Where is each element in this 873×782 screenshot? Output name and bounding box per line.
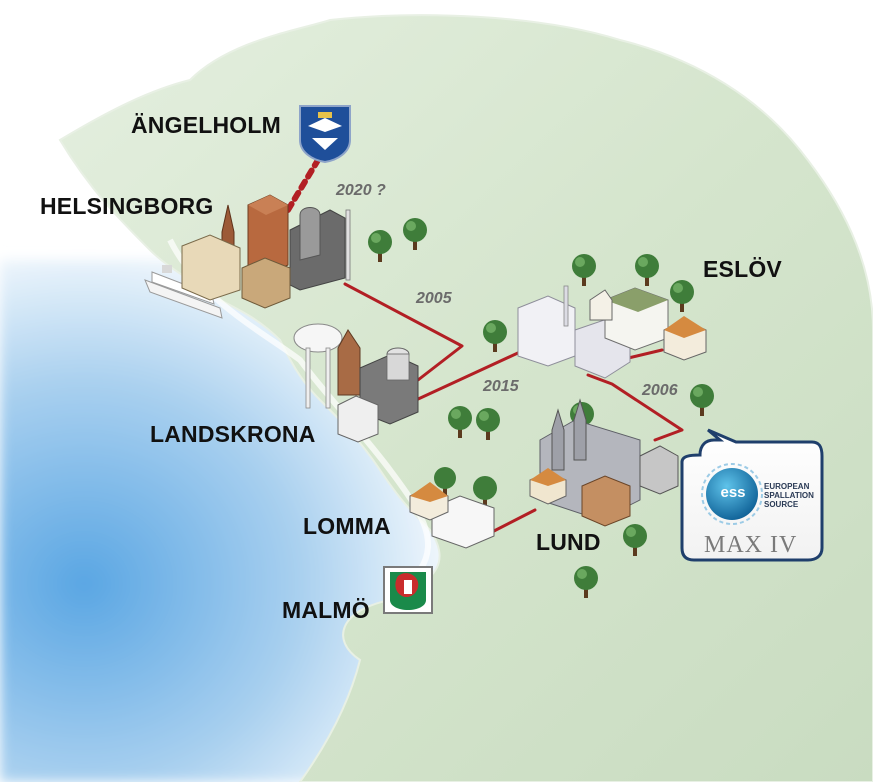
tree-icon bbox=[476, 408, 500, 440]
tree-icon bbox=[483, 320, 507, 352]
line-helsingborg-angelholm bbox=[285, 157, 321, 213]
network-lines bbox=[285, 157, 684, 534]
year-label-2015: 2015 bbox=[483, 378, 519, 395]
tree-icon bbox=[670, 280, 694, 312]
tree-icon bbox=[574, 566, 598, 598]
helsingborg-buildings bbox=[144, 194, 351, 319]
ess-name-line: SOURCE bbox=[764, 500, 799, 509]
tree-icon bbox=[572, 254, 596, 286]
line-landskrona-plant bbox=[414, 350, 522, 402]
city-label-lund: LUND bbox=[536, 529, 601, 555]
malmo-coat-of-arms-icon bbox=[383, 566, 433, 614]
city-label-eslov: ESLÖV bbox=[703, 256, 782, 282]
year-label-2020: 2020 ? bbox=[336, 182, 386, 199]
tree-icon bbox=[473, 476, 497, 508]
city-label-helsingborg: HELSINGBORG bbox=[40, 193, 214, 219]
city-label-angelholm: ÄNGELHOLM bbox=[131, 112, 282, 138]
city-label-malmo: MALMÖ bbox=[282, 597, 370, 623]
tree-icon bbox=[623, 524, 647, 556]
year-label-2005: 2005 bbox=[416, 290, 452, 307]
ess-name-line: EUROPEAN bbox=[764, 482, 810, 491]
angelholm-coat-of-arms-icon bbox=[299, 105, 351, 164]
lund-buildings bbox=[529, 398, 679, 527]
tree-icon bbox=[403, 218, 427, 250]
line-plant-lund bbox=[586, 373, 684, 442]
ess-name-line: SPALLATION bbox=[764, 491, 814, 500]
ess-logo-text: ess bbox=[720, 484, 746, 501]
tree-icon bbox=[434, 467, 456, 498]
lomma-buildings bbox=[409, 482, 495, 549]
eslov-buildings bbox=[589, 287, 707, 361]
ess-name: EUROPEAN SPALLATION SOURCE bbox=[764, 482, 814, 509]
water-tower-icon bbox=[293, 323, 343, 409]
maxiv-logo-text: MAX IV bbox=[704, 532, 798, 558]
tree-icon bbox=[690, 384, 714, 416]
city-label-landskrona: LANDSKRONA bbox=[150, 421, 316, 447]
partners-callout bbox=[680, 428, 824, 562]
ess-logo-icon bbox=[701, 463, 763, 525]
city-label-lomma: LOMMA bbox=[303, 513, 391, 539]
castle-tower-icon bbox=[247, 194, 289, 276]
landskrona-buildings bbox=[293, 323, 419, 443]
factory-icon bbox=[289, 207, 351, 291]
tree-icon bbox=[448, 406, 472, 438]
line-lomma-lund bbox=[490, 508, 537, 534]
tree-icon bbox=[635, 254, 659, 286]
line-helsingborg-plant bbox=[343, 282, 464, 382]
tree-icon bbox=[368, 230, 392, 262]
year-label-2006: 2006 bbox=[642, 382, 678, 399]
